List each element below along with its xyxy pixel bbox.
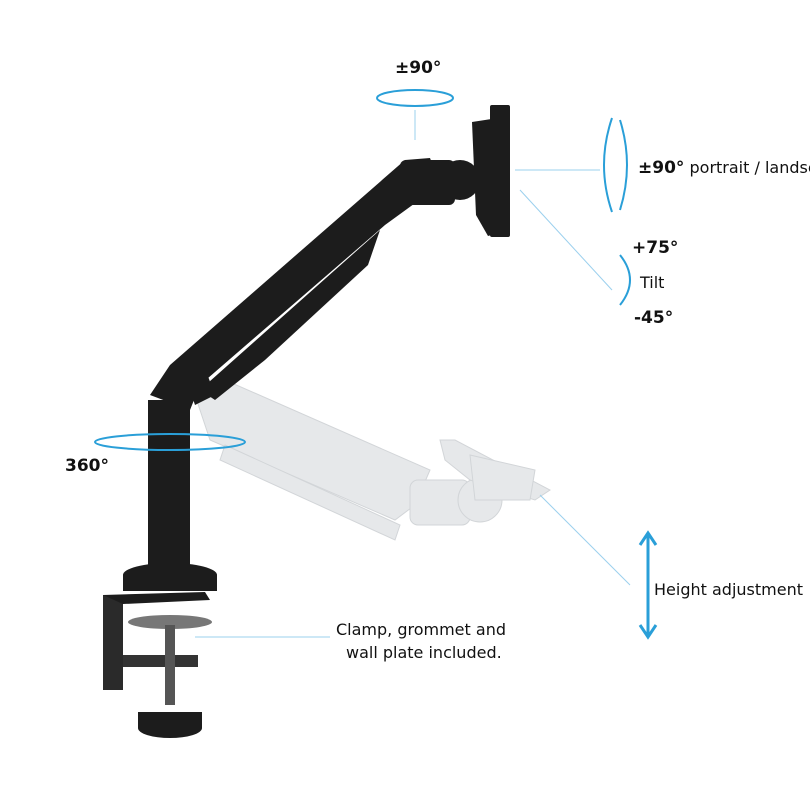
base-rotation-label: 360°: [65, 456, 109, 476]
clamp-label-line1: Clamp, grommet and: [336, 620, 506, 639]
ghost-arm-lowered: [194, 379, 551, 541]
rotation-label: ±90° portrait / landsc: [638, 158, 810, 178]
tilt-up-label: +75°: [632, 238, 679, 258]
annotation-arrows: [94, 89, 658, 640]
tilt-arrow-icon: [619, 254, 631, 306]
swivel-arrow-icon: [376, 89, 454, 107]
tilt-label: Tilt: [640, 273, 665, 292]
tilt-down-label: -45°: [634, 308, 674, 328]
base-rotation-arrow-icon: [94, 433, 246, 451]
rotation-arrow-icon: [603, 117, 613, 213]
monitor-arm: [103, 105, 510, 738]
rotation-text: portrait / landsc: [689, 158, 810, 177]
swivel-label: ±90°: [395, 58, 442, 78]
rotation-value: ±90°: [638, 158, 685, 178]
height-label: Height adjustment: [654, 580, 803, 599]
clamp-label-line2: wall plate included.: [346, 643, 502, 662]
